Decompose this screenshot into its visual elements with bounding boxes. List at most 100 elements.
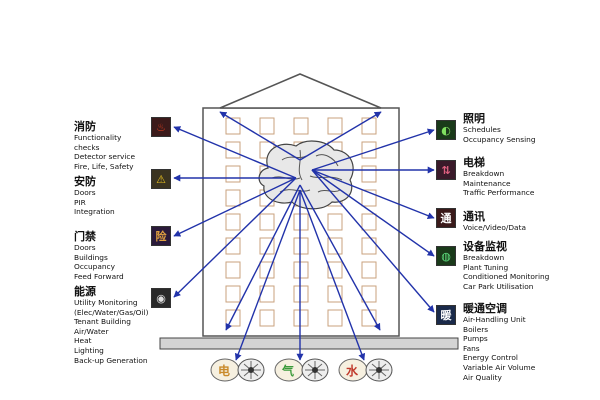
hvac-line: Variable Air Volume [463, 362, 536, 372]
window [293, 309, 309, 327]
connection-arrow [234, 189, 301, 361]
monitoring-title: 设备监视 [463, 240, 507, 253]
window [259, 309, 275, 327]
security-line: Integration [74, 207, 115, 217]
access-line: Doors [74, 243, 96, 252]
fire-icon: ♨ [151, 117, 171, 137]
window [361, 237, 377, 255]
hvac-line: Energy Control [463, 353, 518, 363]
energy-icon: ◉ [151, 288, 171, 308]
window [361, 141, 377, 159]
window [361, 189, 377, 207]
hvac-line: Air Quality [463, 372, 502, 382]
energy-icon-glyph: ◉ [156, 291, 166, 305]
window [259, 237, 275, 255]
gas-meter-label: 气 [282, 364, 295, 378]
elevator-title: 电梯 [463, 156, 485, 169]
window [225, 285, 241, 303]
building-body [202, 107, 400, 337]
elevator-icon-glyph: ⇅ [441, 163, 451, 177]
hvac-line: Air-Handling Unit [463, 315, 526, 324]
brain-icon [258, 140, 354, 210]
security-title: 安防 [74, 175, 96, 188]
window [327, 117, 343, 135]
water-meter-label: 水 [346, 364, 359, 378]
monitoring-line: Breakdown [463, 253, 505, 262]
fire-line: checks [74, 142, 100, 152]
monitoring-line: Conditioned Monitoring [463, 272, 550, 282]
energy-title: 能源 [74, 285, 96, 298]
window [225, 189, 241, 207]
gas-meter: 气 [273, 357, 333, 387]
ground-slab [159, 337, 459, 350]
window [327, 285, 343, 303]
energy-line: Heat [74, 336, 92, 346]
monitoring-line: Plant Tuning [463, 262, 509, 272]
window [327, 309, 343, 327]
window [225, 261, 241, 279]
connection-arrow [299, 111, 382, 161]
window [225, 165, 241, 183]
lighting-line: Schedules [463, 125, 501, 134]
window [225, 117, 241, 135]
access-icon: 险 [151, 226, 171, 246]
window [293, 285, 309, 303]
comms-title: 通讯 [463, 210, 485, 223]
connection-arrow [311, 169, 435, 257]
window [361, 165, 377, 183]
access-title: 门禁 [74, 230, 96, 243]
energy-line: Utility Monitoring [74, 298, 138, 307]
energy-line: Back-up Generation [74, 355, 148, 365]
fire-icon-glyph: ♨ [156, 120, 166, 134]
access-line: Occupancy [74, 262, 115, 272]
fire-line: Detector service [74, 152, 136, 162]
connection-arrow [173, 126, 297, 179]
connection-arrow [225, 184, 301, 331]
window [293, 213, 309, 231]
elevator-line: Maintenance [463, 178, 511, 188]
security-line: PIR [74, 197, 86, 207]
window [225, 213, 241, 231]
hvac-icon: 暖 [436, 305, 456, 325]
connection-arrow [299, 184, 381, 331]
connection-arrow [311, 128, 435, 171]
window [361, 117, 377, 135]
window [259, 117, 275, 135]
monitoring-icon-glyph: ◍ [441, 249, 451, 263]
window [361, 285, 377, 303]
electricity-meter: 电 [209, 357, 269, 387]
connection-arrow [311, 169, 435, 313]
hvac-line: Boilers [463, 324, 489, 334]
lighting-icon: ◐ [436, 120, 456, 140]
fire-title: 消防 [74, 120, 96, 133]
fire-line: Functionality [74, 133, 122, 142]
elevator-icon: ⇅ [436, 160, 456, 180]
hvac-line: Pumps [463, 334, 488, 344]
window [327, 213, 343, 231]
connection-arrow [173, 177, 297, 237]
lighting-title: 照明 [463, 112, 485, 125]
energy-line: Tenant Building [74, 317, 131, 327]
connection-arrows [173, 111, 435, 361]
window [225, 309, 241, 327]
access-line: Feed Forward [74, 271, 124, 281]
window [293, 261, 309, 279]
window [293, 237, 309, 255]
window [293, 117, 309, 135]
monitoring-line: Car Park Utilisation [463, 281, 534, 291]
comms-line: Voice/Video/Data [463, 223, 526, 232]
energy-line: Air/Water [74, 326, 109, 336]
hvac-icon-glyph: 暖 [440, 309, 452, 322]
window [327, 237, 343, 255]
monitoring-icon: ◍ [436, 246, 456, 266]
security-icon-glyph: ⚠ [156, 172, 166, 186]
